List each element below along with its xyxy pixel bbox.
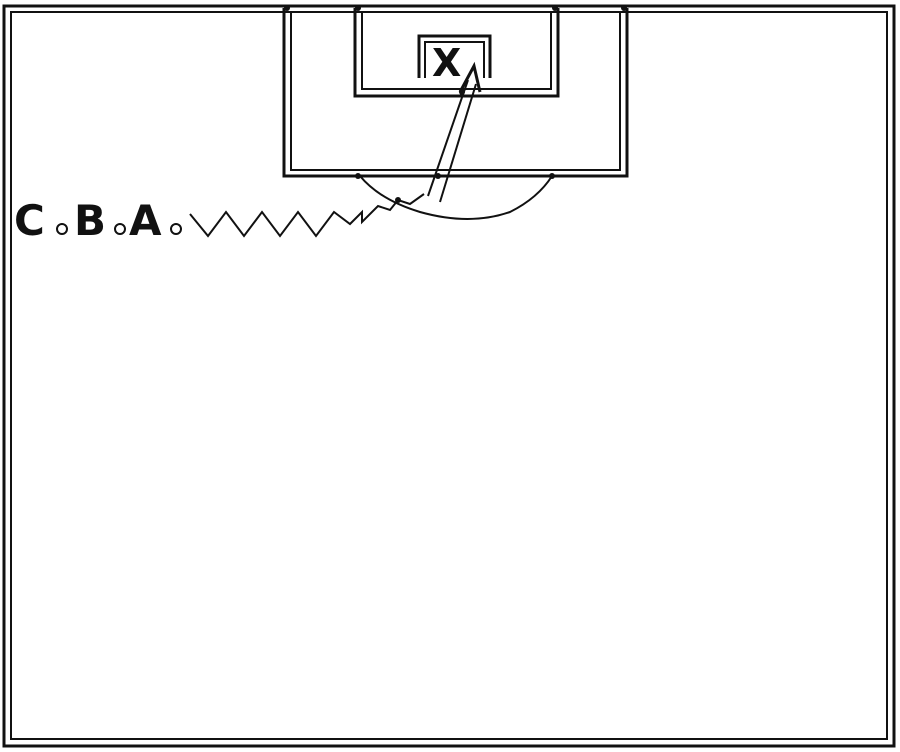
penalty-arc xyxy=(359,175,553,220)
dribble-path-node xyxy=(395,197,401,203)
goalkeeper-label: X xyxy=(432,41,461,85)
player-label-c: C xyxy=(14,196,45,245)
player-marker-a xyxy=(170,223,182,235)
penalty-area xyxy=(282,8,629,178)
field-boundary-inner xyxy=(10,11,888,740)
shot-arrow xyxy=(427,61,482,203)
player-marker-c xyxy=(56,223,68,235)
goal-frame xyxy=(417,34,492,78)
line-junction-dots xyxy=(284,5,627,179)
player-label-b: B xyxy=(74,196,106,245)
goal-area xyxy=(353,8,560,98)
player-label-a: A xyxy=(129,196,162,245)
players: C B A xyxy=(14,196,182,245)
player-marker-b xyxy=(114,223,126,235)
field-boundary-outer xyxy=(2,4,896,748)
shot-arrow-node xyxy=(459,89,465,95)
dribble-path xyxy=(189,193,425,238)
